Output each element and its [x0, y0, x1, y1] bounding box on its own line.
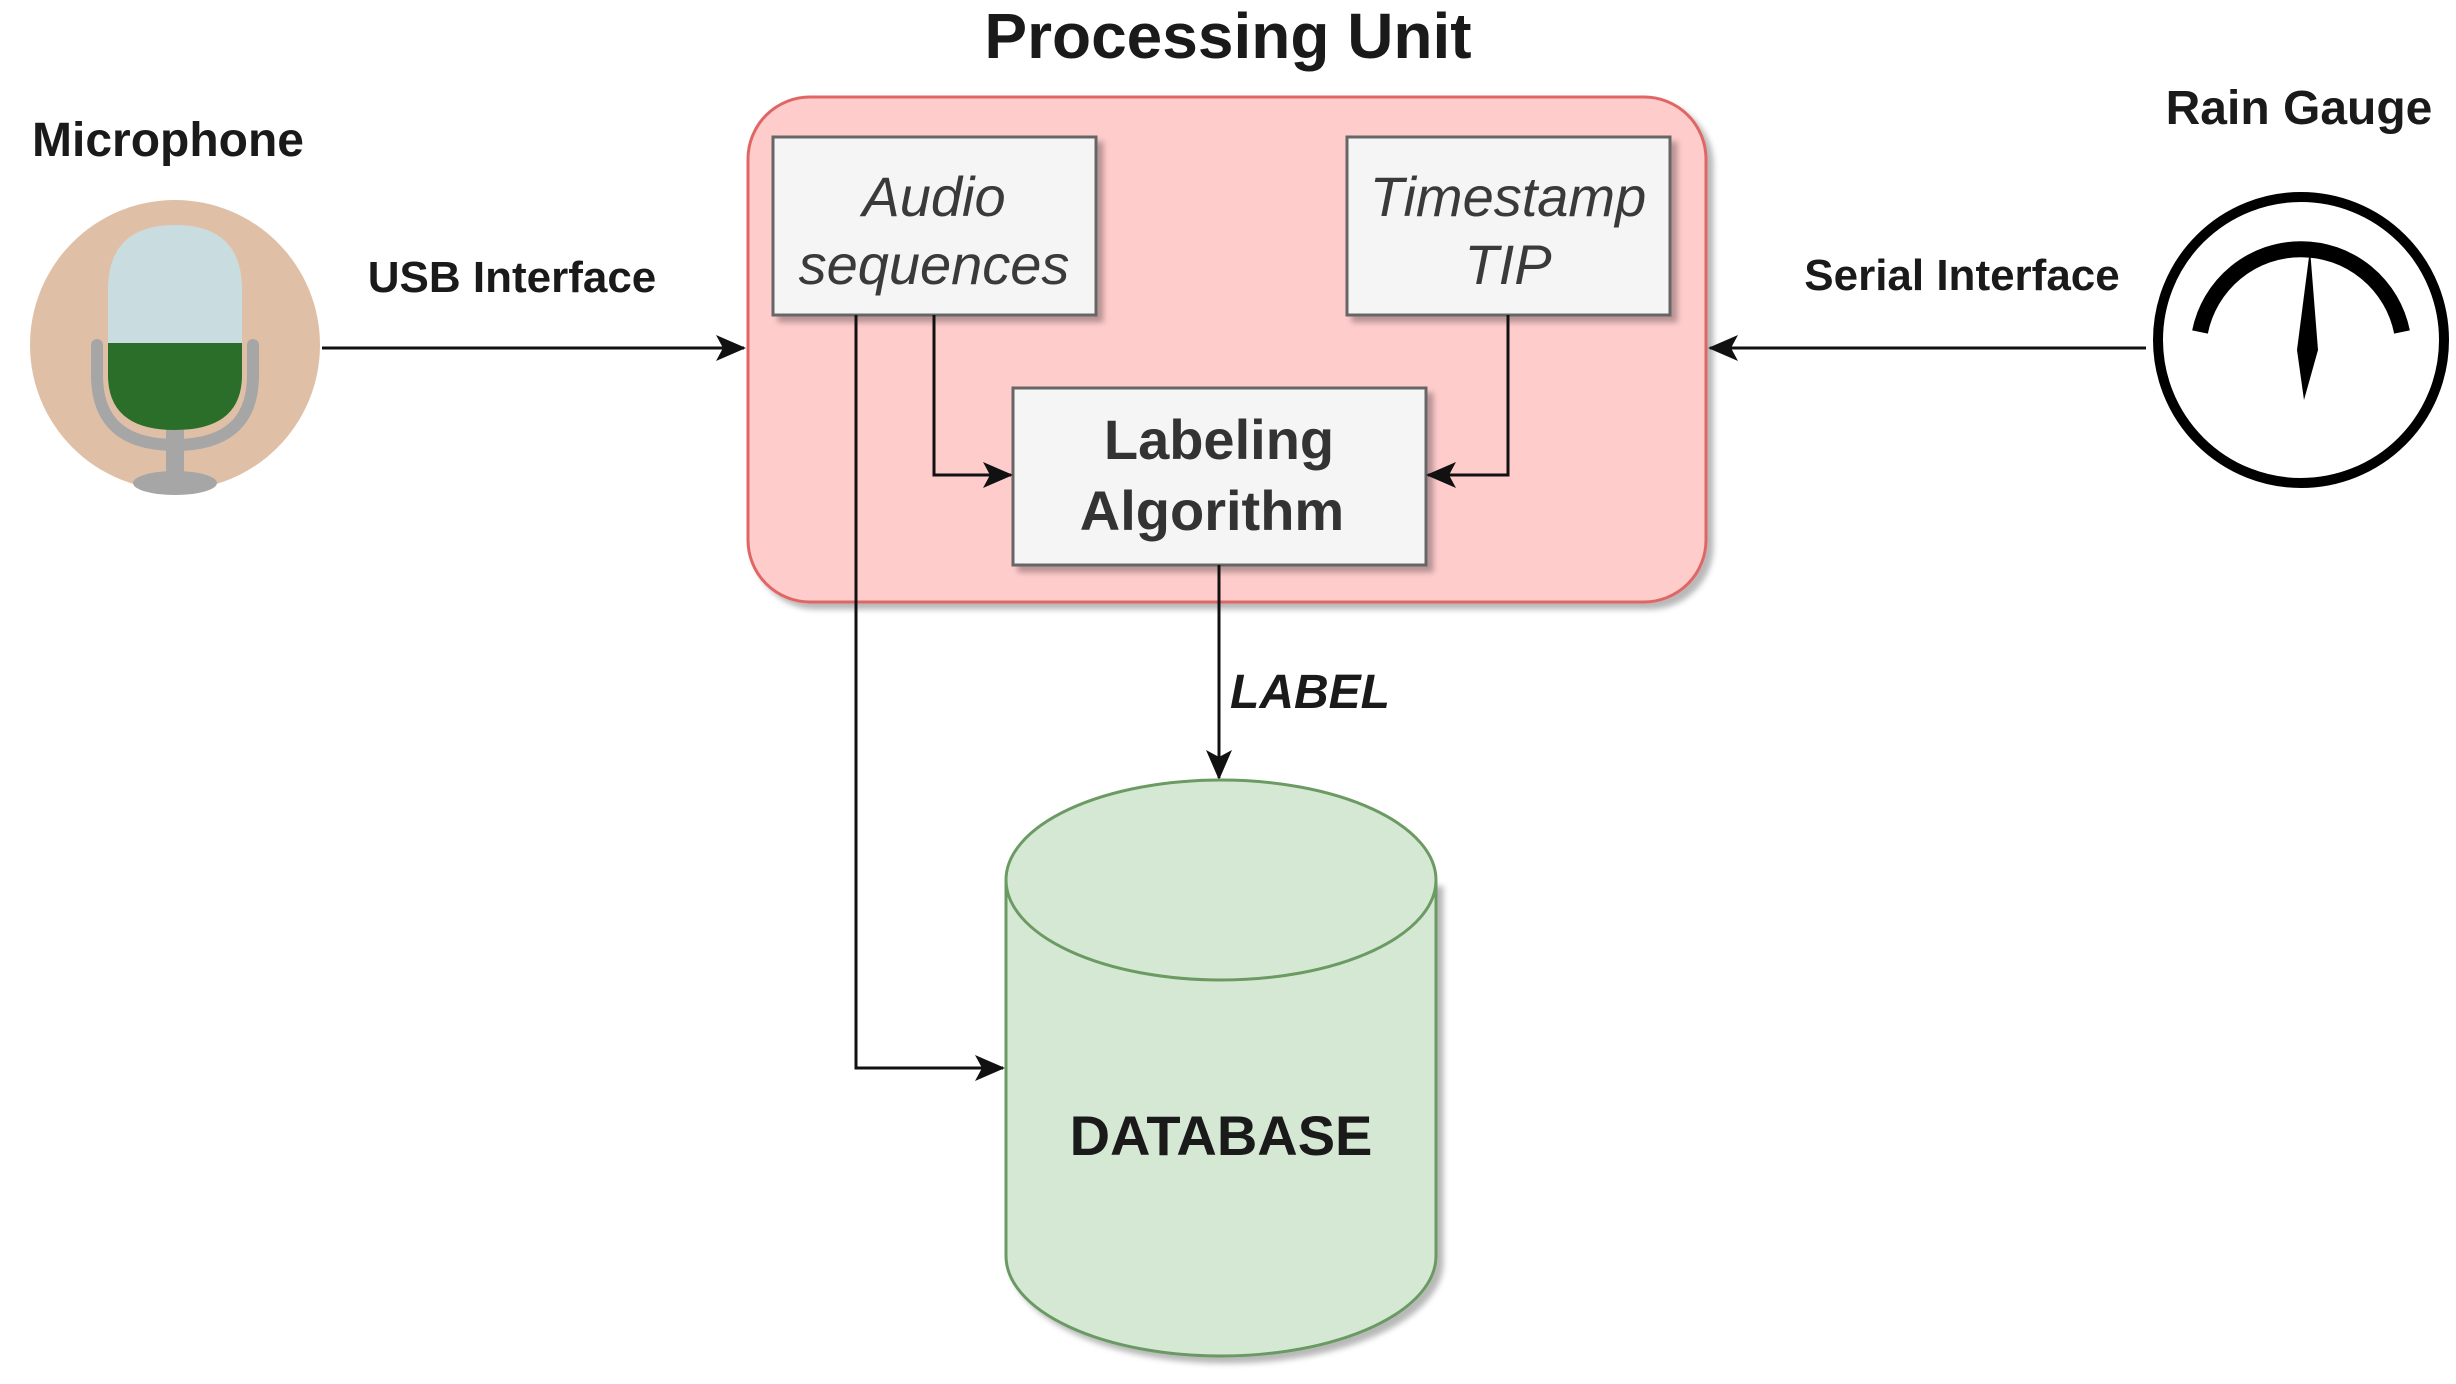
- usb-interface-label: USB Interface: [368, 253, 657, 302]
- timestamp-tip-line2: TIP: [1464, 233, 1551, 296]
- audio-sequences-box: Audio sequences: [771, 135, 1098, 317]
- database-cylinder: DATABASE: [1004, 778, 1438, 1358]
- labeling-algorithm-line2: Algorithm: [1080, 479, 1344, 542]
- edge-label: LABEL: [1230, 666, 1390, 719]
- audio-to-database-arrow: [854, 315, 1005, 1081]
- rain-gauge-label: Rain Gauge: [2166, 82, 2433, 135]
- timestamp-tip-box: Timestamp TIP: [1345, 135, 1672, 317]
- database-label: DATABASE: [1070, 1104, 1373, 1167]
- gauge-icon: [2153, 192, 2449, 488]
- timestamp-tip-line1: Timestamp: [1370, 165, 1646, 228]
- audio-to-labeling-arrow: [932, 315, 1013, 488]
- processing-unit-title: Processing Unit: [984, 0, 1471, 72]
- audio-sequences-line1: Audio: [859, 165, 1005, 228]
- microphone-icon: [30, 200, 320, 495]
- audio-sequences-line2: sequences: [799, 233, 1070, 296]
- serial-interface-label: Serial Interface: [1804, 251, 2120, 300]
- timestamp-to-labeling-arrow: [1426, 315, 1510, 488]
- labeling-algorithm-line1: Labeling: [1104, 408, 1334, 471]
- labeling-algorithm-box: Labeling Algorithm: [1011, 386, 1428, 567]
- microphone-label: Microphone: [32, 114, 304, 167]
